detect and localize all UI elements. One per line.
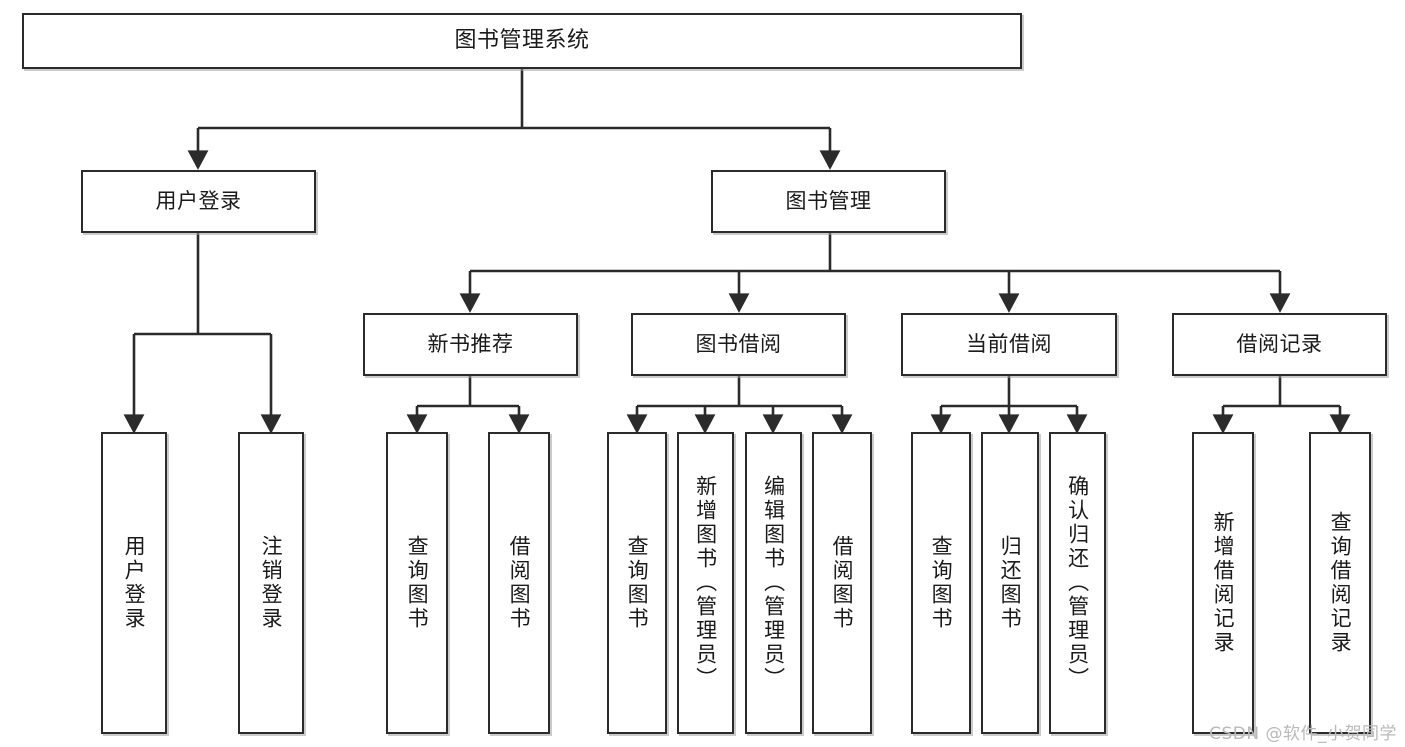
node-root-book-management-system[interactable]: 图书管理系统 xyxy=(22,13,1022,69)
node-label: 图书管理 xyxy=(785,189,872,214)
node-book-management[interactable]: 图书管理 xyxy=(711,170,946,233)
leaf-current-return-book[interactable]: 归还图书 xyxy=(981,432,1039,734)
leaf-current-query-book[interactable]: 查询图书 xyxy=(911,432,971,734)
leaf-record-query-record[interactable]: 查询借阅记录 xyxy=(1309,432,1371,734)
node-label: 图书借阅 xyxy=(695,332,782,357)
node-user-login[interactable]: 用户登录 xyxy=(81,170,316,233)
node-label: 新增图书（管理员） xyxy=(693,475,718,691)
node-label: 新增借阅记录 xyxy=(1211,511,1236,655)
node-borrow-record[interactable]: 借阅记录 xyxy=(1172,313,1387,376)
leaf-new-book-borrow[interactable]: 借阅图书 xyxy=(488,432,550,734)
node-label: 查询图书 xyxy=(625,535,650,631)
node-label: 查询借阅记录 xyxy=(1328,511,1353,655)
node-current-borrow[interactable]: 当前借阅 xyxy=(901,313,1117,376)
leaf-current-confirm-return-admin[interactable]: 确认归还（管理员） xyxy=(1049,432,1106,734)
leaf-borrow-edit-book-admin[interactable]: 编辑图书（管理员） xyxy=(745,432,802,734)
node-label: 新书推荐 xyxy=(427,332,514,357)
node-label: 当前借阅 xyxy=(966,332,1052,357)
connectors xyxy=(123,69,1351,434)
node-label: 编辑图书（管理员） xyxy=(761,475,786,691)
node-label: 确认归还（管理员） xyxy=(1065,475,1090,691)
leaf-borrow-query-book[interactable]: 查询图书 xyxy=(607,432,667,734)
node-label: 图书管理系统 xyxy=(454,28,590,54)
node-label: 借阅图书 xyxy=(507,535,532,631)
node-label: 查询图书 xyxy=(929,535,954,631)
node-label: 用户登录 xyxy=(122,535,147,631)
node-label: 借阅记录 xyxy=(1236,332,1323,357)
node-label: 用户登录 xyxy=(155,189,242,214)
leaf-record-add-record[interactable]: 新增借阅记录 xyxy=(1192,432,1254,734)
leaf-user-login-login[interactable]: 用户登录 xyxy=(101,432,167,734)
node-new-book-recommend[interactable]: 新书推荐 xyxy=(363,313,578,376)
leaf-borrow-borrow-book[interactable]: 借阅图书 xyxy=(812,432,872,734)
leaf-user-login-logout[interactable]: 注销登录 xyxy=(238,432,304,734)
node-label: 注销登录 xyxy=(259,535,284,631)
node-book-borrow[interactable]: 图书借阅 xyxy=(631,313,846,376)
node-label: 查询图书 xyxy=(405,535,430,631)
leaf-new-book-query[interactable]: 查询图书 xyxy=(386,432,448,734)
leaf-borrow-add-book-admin[interactable]: 新增图书（管理员） xyxy=(677,432,734,734)
node-label: 借阅图书 xyxy=(830,535,855,631)
node-label: 归还图书 xyxy=(998,535,1023,631)
